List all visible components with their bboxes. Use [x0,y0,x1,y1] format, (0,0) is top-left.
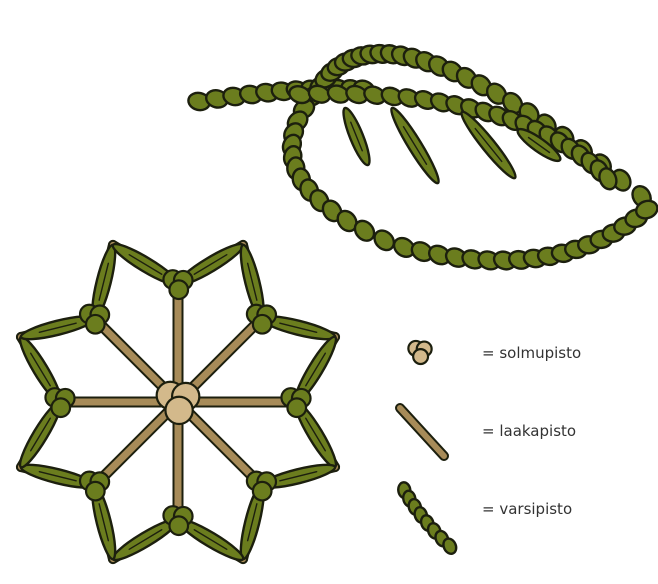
legend-stem-shape [397,482,458,556]
legend-item-stem: = varsipisto [397,482,572,556]
legend-label-knot: = solmupisto [482,344,581,362]
straight-stitch-icon [400,408,444,456]
legend-item-straight: = laakapisto [400,408,576,456]
leaf-motif [187,42,658,273]
legend-label-stem: = varsipisto [482,500,572,518]
flower-motif [15,239,341,565]
leaf-vein-2 [386,105,443,187]
legend-item-knot: = solmupisto [408,341,581,364]
french-knot-icon [408,341,431,364]
legend-label-straight: = laakapisto [482,422,576,440]
legend-straight-shape [400,408,444,456]
flower-knot-6 [80,472,109,501]
flower-knot-4 [247,472,276,501]
leaf-outline-tip [390,198,658,273]
flower-knot-1 [163,270,192,299]
stem-stitch-icon [397,482,458,556]
leaf-outline-lower [280,84,398,254]
leaf-vein-1 [339,106,374,168]
legend: = solmupisto = laakapisto = varsipisto [397,341,581,556]
legend-knot-shape [408,341,431,364]
